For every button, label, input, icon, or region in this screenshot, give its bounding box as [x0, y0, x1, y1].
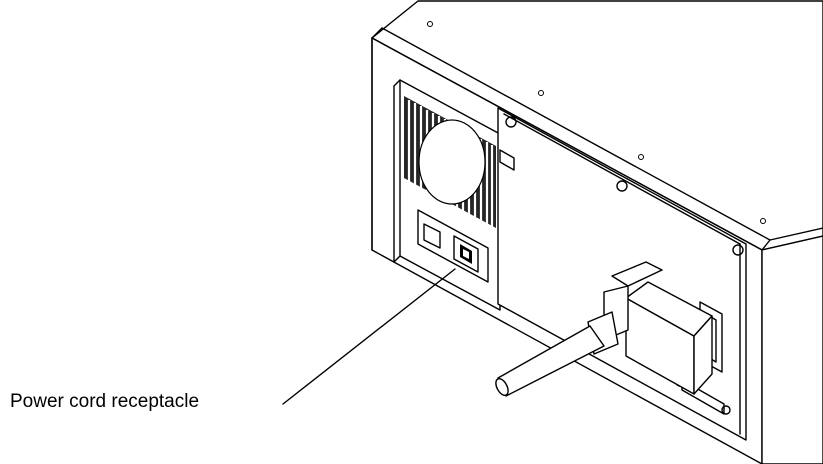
callout-leader-line	[282, 268, 456, 405]
panel-screw-icon	[505, 116, 517, 128]
screw-icon	[638, 154, 644, 160]
panel-screw-icon	[732, 244, 744, 256]
power-switch	[423, 223, 441, 249]
screw-icon	[760, 218, 766, 224]
screw-icon	[427, 21, 433, 27]
panel-screw-icon	[616, 180, 628, 192]
callout-label: Power cord receptacle	[10, 391, 200, 412]
screw-icon	[538, 90, 544, 96]
fan-hub	[418, 119, 486, 205]
fan-grille	[404, 96, 496, 228]
cable-plug	[495, 261, 713, 397]
power-supply-module	[393, 79, 501, 311]
power-panel	[417, 209, 489, 283]
